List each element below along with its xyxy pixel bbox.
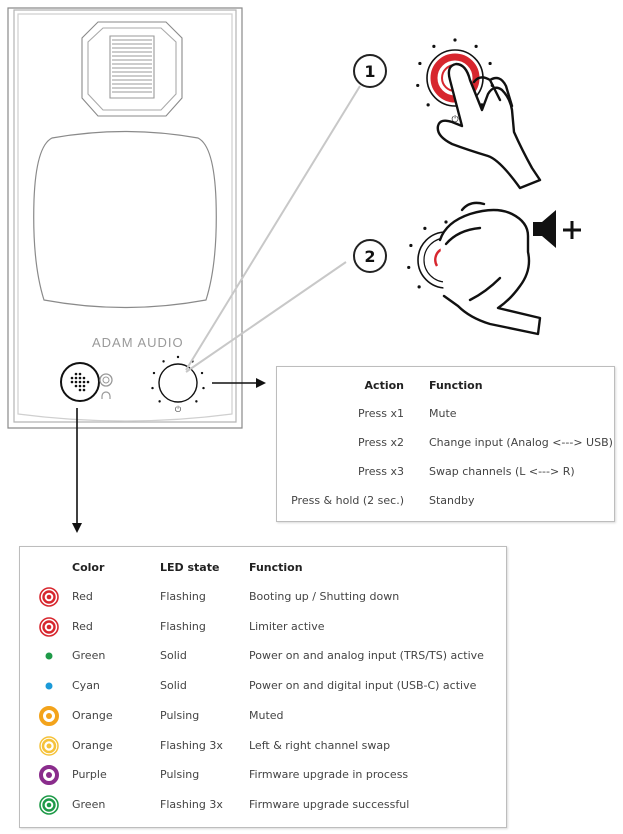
action-cell: Press x1 (358, 407, 404, 420)
function-cell: Change input (Analog <---> USB) (429, 436, 613, 449)
logo-button (60, 362, 100, 402)
function-cell: Standby (429, 494, 475, 507)
led-color-cell: Red (72, 619, 93, 633)
brand-logo-text: ADAM AUDIO (92, 335, 184, 350)
led-color-cell: Purple (72, 768, 107, 782)
led-color-cell: Cyan (72, 679, 100, 693)
leader-line-2 (185, 261, 347, 373)
led-function-cell: Muted (249, 708, 284, 722)
led-indicator-icon (39, 587, 59, 607)
tweeter-grille (112, 39, 152, 93)
led-indicator-icon (45, 682, 53, 690)
led-indicator-icon (39, 616, 59, 637)
action-cell: Press x2 (358, 436, 404, 449)
svg-text:⏻: ⏻ (175, 405, 182, 414)
led-state-cell: Flashing 3x (160, 797, 223, 811)
speaker-cabinet (7, 7, 243, 429)
led-state-header: LED state (160, 561, 220, 574)
led-state-cell: Solid (160, 649, 187, 663)
led-color-cell: Orange (72, 738, 113, 752)
led-state-cell: Flashing 3x (160, 738, 223, 752)
action-header: Action (364, 379, 404, 392)
led-function-cell: Left & right channel swap (249, 738, 391, 752)
tweeter-waveguide (81, 21, 183, 117)
function-cell: Mute (429, 407, 457, 420)
led-function-header: Function (249, 561, 303, 574)
volume-knob: ⏻ (151, 355, 205, 414)
led-state-cell: Flashing (160, 590, 206, 603)
led-function-cell: Firmware upgrade in process (249, 768, 409, 782)
turn-hand-icon (438, 201, 542, 336)
led-color-cell: Green (72, 649, 106, 663)
svg-text:⏻: ⏻ (451, 114, 458, 125)
led-color-cell: Orange (72, 708, 113, 722)
led-indicator-icon (39, 705, 59, 726)
callout-2: 2 (353, 239, 387, 273)
led-color-cell: Red (72, 590, 93, 603)
leader-line-1 (185, 85, 361, 371)
callout-1: 1 (353, 54, 387, 88)
arrow-to-action-table (212, 378, 266, 388)
led-state-cell: Pulsing (160, 768, 200, 782)
led-indicator-icon (39, 735, 59, 756)
arrow-to-led-table (72, 408, 82, 533)
led-function-cell: Booting up / Shutting down (249, 590, 400, 603)
led-indicator-icon (39, 795, 59, 815)
action-cell: Press & hold (2 sec.) (291, 494, 404, 507)
function-header: Function (429, 379, 483, 392)
volume-up-icon (533, 210, 581, 248)
led-indicator-icon (39, 765, 59, 786)
headphone-jack (99, 373, 113, 399)
led-function-cell: Limiter active (249, 619, 325, 633)
led-function-cell: Firmware upgrade successful (249, 797, 410, 811)
function-cell: Swap channels (L <---> R) (429, 465, 575, 478)
led-indicator-icon (45, 652, 53, 660)
led-state-cell: Flashing (160, 619, 206, 633)
led-function-cell: Power on and digital input (USB-C) activ… (249, 679, 477, 693)
woofer (33, 130, 217, 309)
led-state-cell: Solid (160, 679, 187, 693)
press-hand-icon (436, 62, 542, 190)
led-function-cell: Power on and analog input (TRS/TS) activ… (249, 649, 484, 663)
led-color-cell: Green (72, 797, 106, 811)
led-state-cell: Pulsing (160, 708, 200, 722)
color-header: Color (72, 561, 105, 574)
action-cell: Press x3 (358, 465, 404, 478)
